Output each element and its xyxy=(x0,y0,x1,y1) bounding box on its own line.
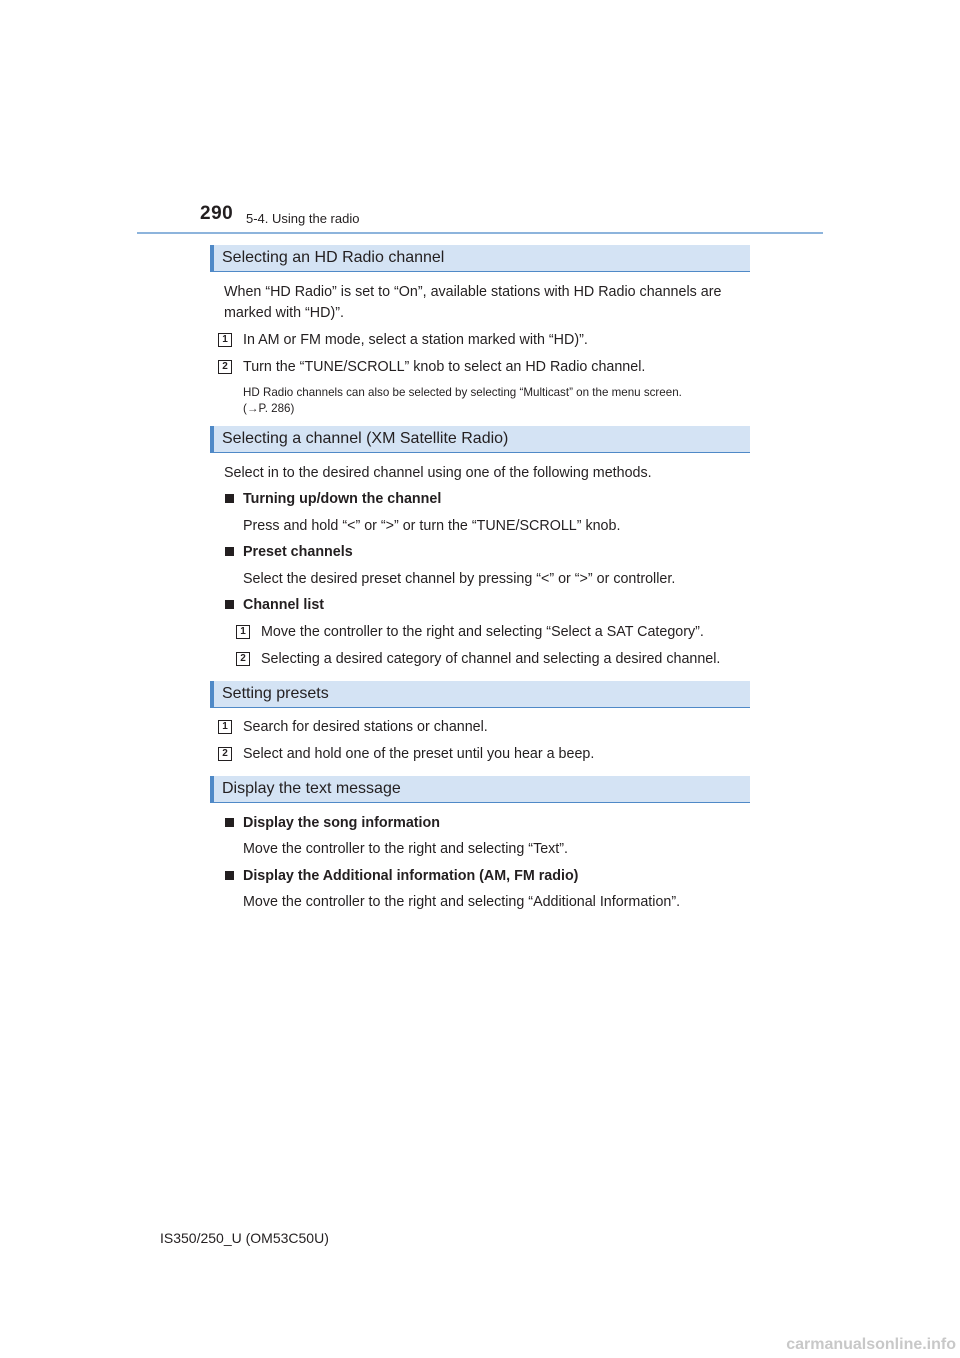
section-title: 5-4. Using the radio xyxy=(246,211,360,226)
hd-step-1: In AM or FM mode, select a station marke… xyxy=(243,332,588,348)
display-item1-text: Move the controller to the right and sel… xyxy=(243,841,569,857)
display-item2-title: Display the Additional information (AM, … xyxy=(243,868,579,884)
section-heading-display: Display the text message xyxy=(210,776,750,803)
xm-item1-text: Press and hold “<” or “>” or turn the “T… xyxy=(243,518,621,534)
section-heading-hd-radio: Selecting an HD Radio channel xyxy=(210,245,750,272)
xm-item3-step-2: Selecting a desired category of channel … xyxy=(261,651,721,667)
section-heading-xm: Selecting a channel (XM Satellite Radio) xyxy=(210,426,750,453)
hd-note-line1: HD Radio channels can also be selected b… xyxy=(243,386,682,399)
section-heading-label: Selecting a channel (XM Satellite Radio) xyxy=(222,430,509,447)
hd-intro-line1: When “HD Radio” is set to “On”, availabl… xyxy=(224,284,722,300)
step-number-badge: 1 xyxy=(236,625,250,639)
presets-step-1: Search for desired stations or channel. xyxy=(243,719,488,735)
square-bullet-icon xyxy=(225,600,234,609)
presets-step-2: Select and hold one of the preset until … xyxy=(243,746,595,762)
step-number-badge: 1 xyxy=(218,720,232,734)
xm-item2-title: Preset channels xyxy=(243,544,353,560)
watermark: carmanualsonline.info xyxy=(786,1336,956,1353)
model-code-footer: IS350/250_U (OM53C50U) xyxy=(160,1230,329,1246)
step-number-badge: 2 xyxy=(236,652,250,666)
xm-intro: Select in to the desired channel using o… xyxy=(224,465,652,481)
step-number-badge: 2 xyxy=(218,747,232,761)
step-number-badge: 2 xyxy=(218,360,232,374)
section-heading-label: Selecting an HD Radio channel xyxy=(222,249,445,266)
page-number: 290 xyxy=(200,203,234,224)
xm-item3-title: Channel list xyxy=(243,597,325,613)
hd-note-line2: (→P. 286) xyxy=(243,402,295,415)
square-bullet-icon xyxy=(225,818,234,827)
xm-item3-step-1: Move the controller to the right and sel… xyxy=(261,624,704,640)
section-heading-label: Setting presets xyxy=(222,685,329,702)
display-item1-title: Display the song information xyxy=(243,815,440,831)
section-heading-label: Display the text message xyxy=(222,780,401,797)
header-divider xyxy=(137,232,823,234)
square-bullet-icon xyxy=(225,871,234,880)
step-number-badge: 1 xyxy=(218,333,232,347)
hd-intro-line2: marked with “HD)”. xyxy=(224,305,344,321)
display-item2-text: Move the controller to the right and sel… xyxy=(243,894,681,910)
section-heading-presets: Setting presets xyxy=(210,681,750,708)
xm-item2-text: Select the desired preset channel by pre… xyxy=(243,571,676,587)
xm-item1-title: Turning up/down the channel xyxy=(243,491,442,507)
square-bullet-icon xyxy=(225,547,234,556)
hd-step-2: Turn the “TUNE/SCROLL” knob to select an… xyxy=(243,359,646,375)
square-bullet-icon xyxy=(225,494,234,503)
